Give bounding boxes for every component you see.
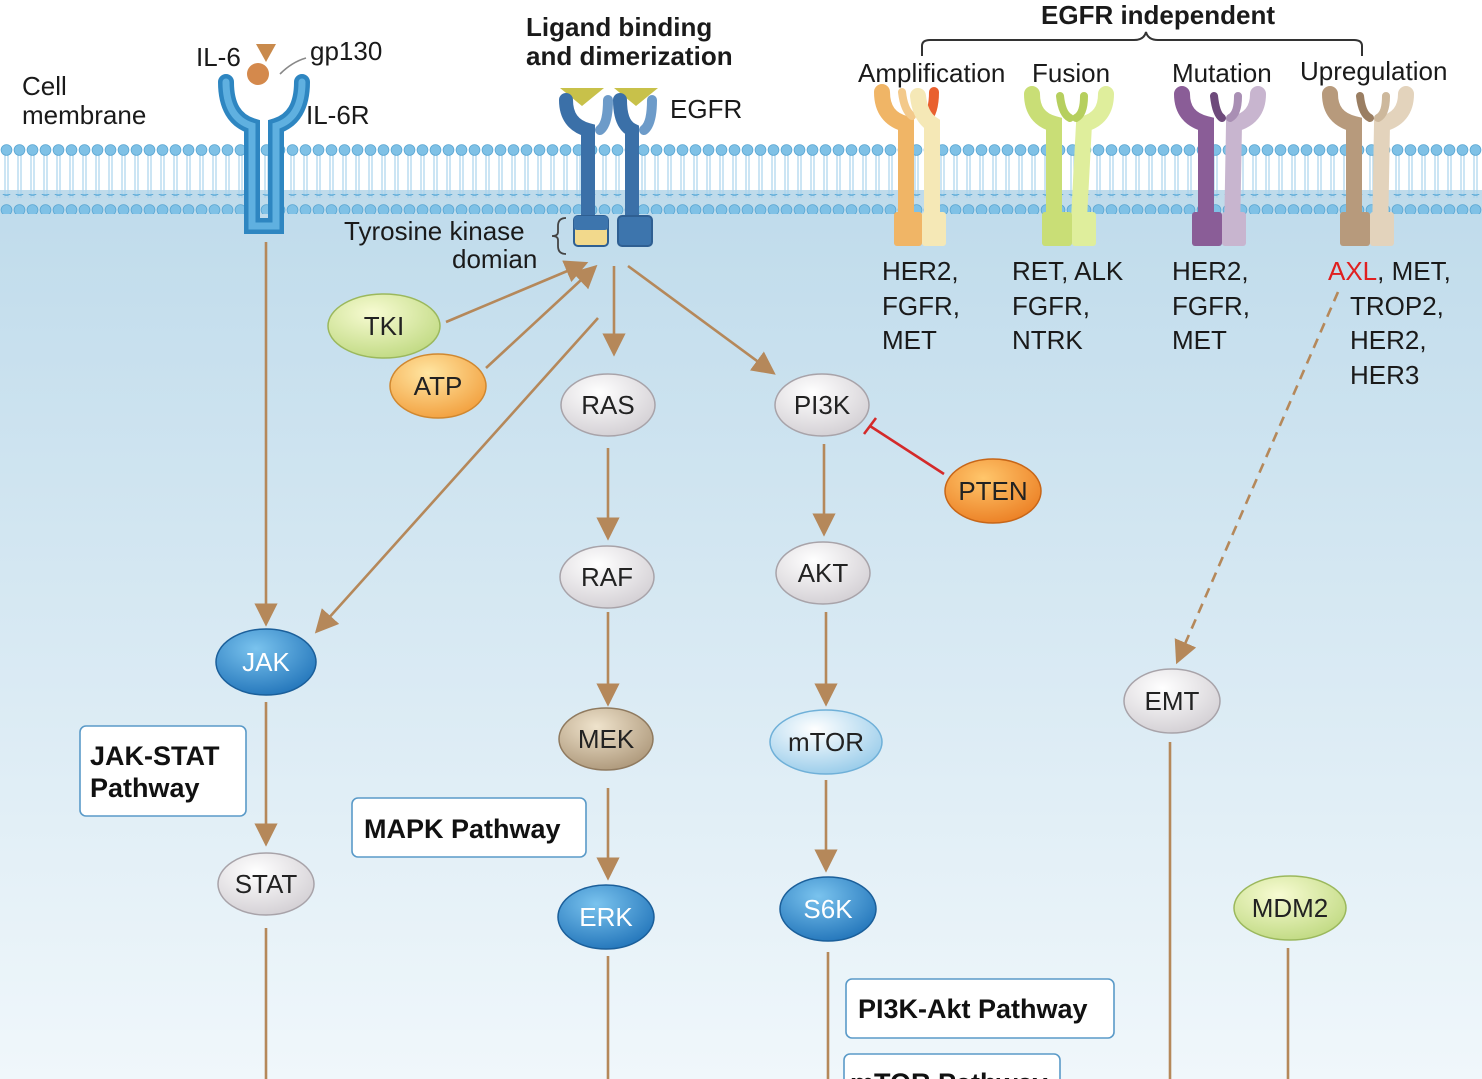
svg-text:RAF: RAF xyxy=(581,562,633,592)
svg-text:S6K: S6K xyxy=(803,894,853,924)
svg-text:MDM2: MDM2 xyxy=(1252,893,1329,923)
egfr-title-2: and dimerization xyxy=(526,41,733,71)
node-s6k: S6K xyxy=(779,876,877,942)
lipid-bilayer xyxy=(0,138,1482,214)
amplification-target-1: HER2, xyxy=(882,256,959,286)
svg-text:mTOR: mTOR xyxy=(788,727,864,757)
svg-text:mTOR Pathway: mTOR Pathway xyxy=(850,1068,1048,1079)
upregulation-target-1: AXL, MET, xyxy=(1328,256,1451,286)
il6-ligand-icon xyxy=(247,63,269,85)
box-mapk: MAPK Pathway xyxy=(351,797,587,858)
mechanism-mutation: Mutation xyxy=(1172,58,1272,88)
box-jak-stat: JAK-STAT Pathway xyxy=(79,725,247,817)
svg-text:Pathway: Pathway xyxy=(90,773,200,803)
kinase-brace xyxy=(551,217,567,255)
node-akt: AKT xyxy=(775,541,871,605)
kinase-domain-icon-2 xyxy=(617,215,653,247)
node-erk: ERK xyxy=(557,884,655,950)
svg-text:PI3K-Akt Pathway: PI3K-Akt Pathway xyxy=(858,994,1088,1024)
gp130-icon xyxy=(256,44,276,62)
box-pi3k-akt: PI3K-Akt Pathway xyxy=(845,978,1115,1039)
egfr-dimer xyxy=(559,88,658,247)
svg-text:TKI: TKI xyxy=(364,311,404,341)
il6-receptor xyxy=(218,44,310,234)
svg-text:STAT: STAT xyxy=(235,869,298,899)
il6-label: IL-6 xyxy=(196,42,241,72)
node-mek: MEK xyxy=(558,707,654,771)
svg-text:AKT: AKT xyxy=(798,558,849,588)
node-jak: JAK xyxy=(215,628,317,696)
egf-ligand-icon xyxy=(560,88,604,106)
egfr-independent-title: EGFR independent xyxy=(1041,0,1275,30)
mechanism-fusion: Fusion xyxy=(1032,58,1110,88)
svg-text:MEK: MEK xyxy=(578,724,635,754)
cell-membrane-label-2: membrane xyxy=(22,100,146,130)
upregulation-target-3: HER2, xyxy=(1350,325,1427,355)
flow-arrows xyxy=(254,242,1340,1079)
amplification-target-2: FGFR, xyxy=(882,291,960,321)
node-ras: RAS xyxy=(560,373,656,437)
mutated-receptor-icon xyxy=(1174,86,1266,246)
egfr-independent-brace xyxy=(921,31,1363,56)
upregulation-target-4: HER3 xyxy=(1350,360,1419,390)
node-pi3k: PI3K xyxy=(774,373,870,437)
upregulation-target-2: TROP2, xyxy=(1350,291,1444,321)
node-tki: TKI xyxy=(327,293,441,359)
svg-text:MAPK Pathway: MAPK Pathway xyxy=(364,814,561,844)
mechanism-amplification: Amplification xyxy=(858,58,1005,88)
cytoplasm xyxy=(0,190,1482,1079)
mechanism-upregulation: Upregulation xyxy=(1300,56,1447,86)
svg-text:ATP: ATP xyxy=(414,371,463,401)
node-stat: STAT xyxy=(217,852,315,916)
svg-text:EMT: EMT xyxy=(1145,686,1200,716)
svg-text:JAK: JAK xyxy=(242,647,290,677)
svg-text:ERK: ERK xyxy=(579,902,633,932)
fusion-target-1: RET, ALK xyxy=(1012,256,1124,286)
mutation-target-1: HER2, xyxy=(1172,256,1249,286)
egfr-title: Ligand binding xyxy=(526,12,712,42)
box-mtor: mTOR Pathway xyxy=(843,1053,1061,1079)
upregulation-target-1-rest: , MET, xyxy=(1377,256,1451,286)
amplification-target-3: MET xyxy=(882,325,937,355)
kinase-label-2: domian xyxy=(452,244,537,274)
gp130-label: gp130 xyxy=(310,36,382,66)
egfr-label: EGFR xyxy=(670,94,742,124)
fusion-target-3: NTRK xyxy=(1012,325,1083,355)
svg-text:RAS: RAS xyxy=(581,390,634,420)
fusion-target-2: FGFR, xyxy=(1012,291,1090,321)
mutation-target-3: MET xyxy=(1172,325,1227,355)
egf-ligand-icon-2 xyxy=(614,88,658,106)
mutation-target-2: FGFR, xyxy=(1172,291,1250,321)
node-mdm2: MDM2 xyxy=(1233,875,1347,941)
svg-text:PI3K: PI3K xyxy=(794,390,851,420)
node-pten: PTEN xyxy=(944,458,1042,524)
upregulated-receptor-icon xyxy=(1322,86,1414,246)
amplified-receptor-icon xyxy=(874,84,946,246)
node-atp: ATP xyxy=(389,353,487,419)
node-emt: EMT xyxy=(1123,668,1221,734)
svg-text:PTEN: PTEN xyxy=(958,476,1027,506)
pten-inhibition xyxy=(862,417,945,476)
fusion-receptor-icon xyxy=(1024,86,1114,246)
axl-highlight: AXL xyxy=(1328,256,1377,286)
svg-text:JAK-STAT: JAK-STAT xyxy=(90,741,220,771)
kinase-label: Tyrosine kinase xyxy=(344,216,525,246)
il6r-label: IL-6R xyxy=(306,100,370,130)
node-raf: RAF xyxy=(559,545,655,609)
node-mtor: mTOR xyxy=(769,709,883,775)
cell-membrane-label: Cell xyxy=(22,71,67,101)
